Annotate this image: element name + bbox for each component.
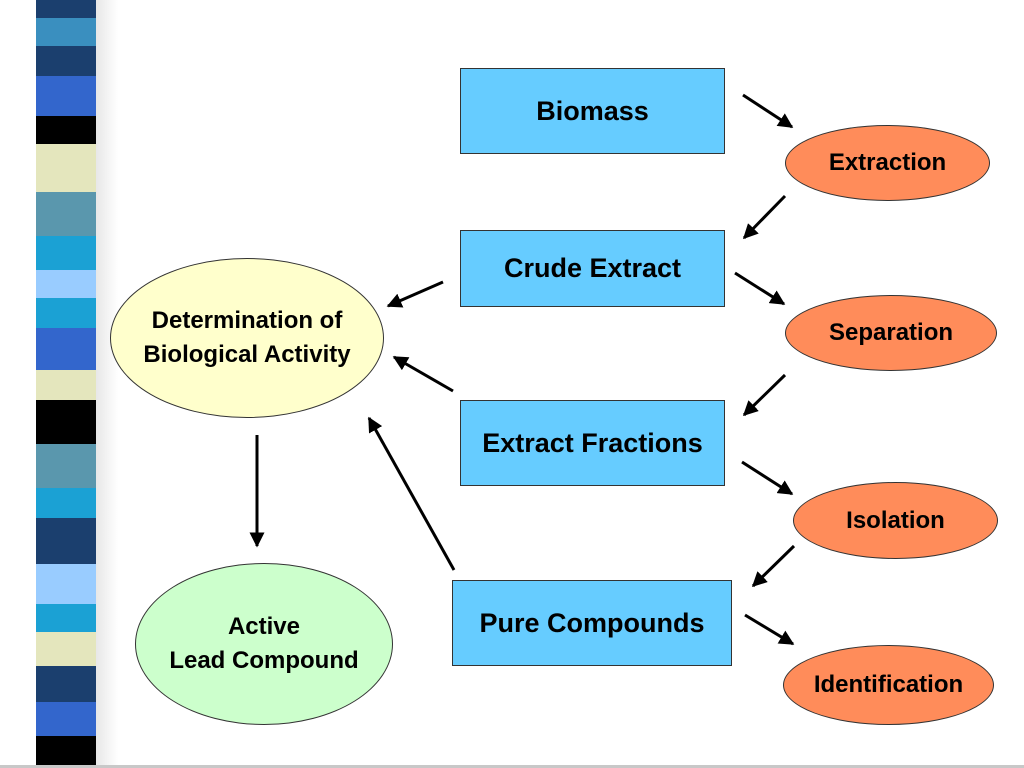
arrow-extract-fractions-to-assay [392, 355, 454, 393]
arrow-pure-compounds-to-identification [744, 613, 795, 646]
stripe-segment [36, 736, 96, 768]
stripe-segment [36, 328, 96, 370]
identification-label: Identification [813, 671, 964, 698]
pure-compounds-box: Pure Compounds [452, 580, 732, 666]
arrow-extract-fractions-to-isolation [741, 460, 794, 496]
biological-activity-line1: Determination of [151, 307, 343, 335]
stripe-segment [36, 444, 96, 488]
biomass-label: Biomass [536, 95, 649, 126]
stripe-segment [36, 46, 96, 76]
stripe-segment [36, 192, 96, 236]
separation-oval: Separation [785, 295, 997, 371]
stripe-segment [36, 370, 96, 400]
arrow-crude-extract-to-assay [386, 280, 444, 308]
stripe-segment [36, 604, 96, 632]
stripe-segment [36, 76, 96, 116]
arrow-isolation-to-pure-compounds [751, 544, 796, 588]
crude-extract-box: Crude Extract [460, 230, 725, 307]
arrow-pure-compounds-to-assay [367, 416, 456, 571]
stripe-segment [36, 298, 96, 328]
lead-compound-oval: Active Lead Compound [135, 563, 393, 725]
separation-label: Separation [828, 319, 954, 346]
arrow-biomass-to-extraction [742, 93, 794, 129]
stripe-segment [36, 702, 96, 736]
biological-activity-line2: Biological Activity [143, 341, 351, 368]
isolation-oval: Isolation [793, 482, 998, 559]
stripe-segment [36, 564, 96, 604]
stripe-segment [36, 488, 96, 518]
stripe-segment [36, 518, 96, 564]
arrow-separation-to-extract-fractions [742, 373, 787, 417]
crude-extract-label: Crude Extract [503, 253, 682, 283]
stripe-segment [36, 144, 96, 192]
biological-activity-oval: Determination of Biological Activity [110, 258, 384, 418]
lead-compound-line2: Lead Compound [169, 647, 359, 674]
extract-fractions-label: Extract Fractions [482, 427, 703, 458]
extraction-label: Extraction [828, 149, 947, 176]
pure-compounds-label: Pure Compounds [479, 607, 705, 638]
stripe-segment [36, 632, 96, 666]
biomass-box: Biomass [460, 68, 725, 154]
bottom-divider [0, 765, 1024, 768]
stripe-segment [36, 18, 96, 46]
stripe-segment [36, 0, 96, 18]
arrow-crude-extract-to-separation [734, 271, 786, 306]
stripe-segment [36, 270, 96, 298]
extract-fractions-box: Extract Fractions [460, 400, 725, 486]
arrow-extraction-to-crude-extract [742, 194, 787, 240]
stripe-segment [36, 400, 96, 444]
decorative-stripe-bar [36, 0, 118, 768]
identification-oval: Identification [783, 645, 994, 725]
extraction-oval: Extraction [785, 125, 990, 201]
stripe-segment [36, 116, 96, 144]
stripe-segment [36, 236, 96, 270]
stripe-segment [36, 666, 96, 702]
isolation-label: Isolation [846, 506, 945, 534]
lead-compound-line1: Active [227, 613, 301, 641]
